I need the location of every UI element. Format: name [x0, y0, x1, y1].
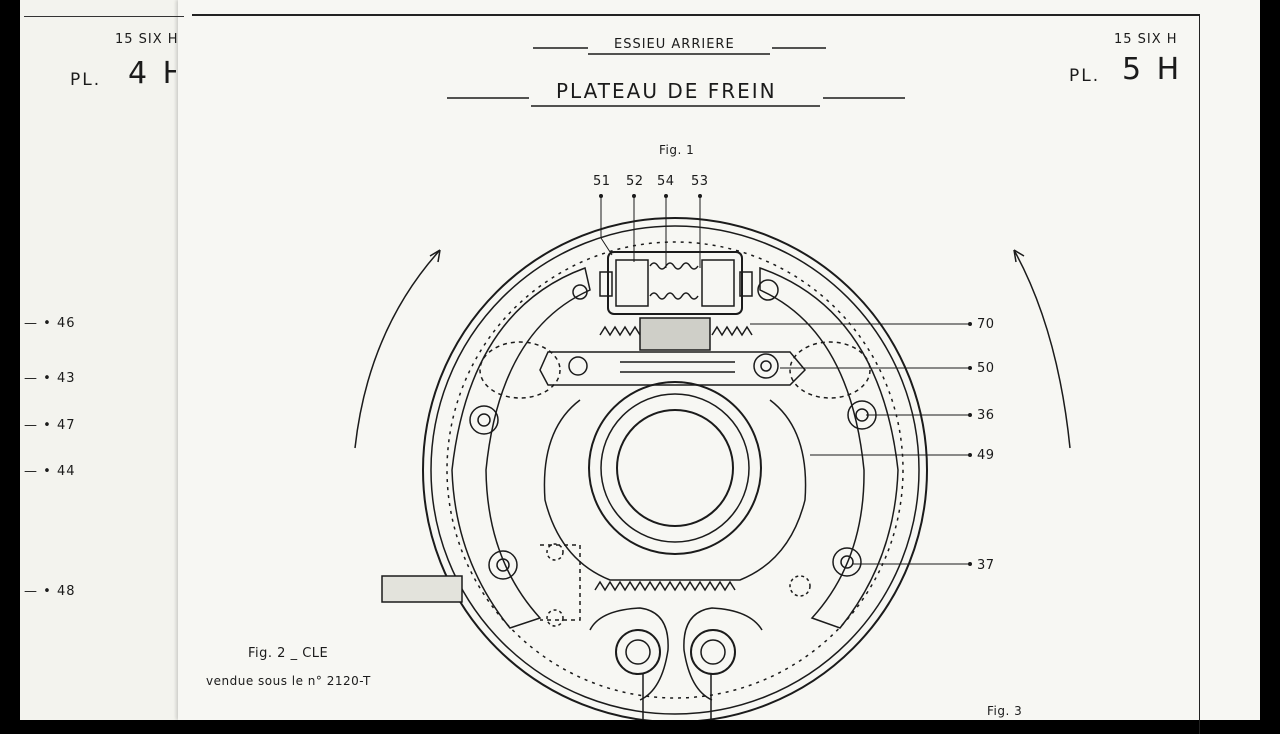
left-ref-label: 43 [56, 371, 76, 386]
left-ref-label: 48 [56, 584, 76, 599]
hold-down-pin-center [840, 555, 854, 569]
left-page-frame [24, 16, 184, 17]
leader-dot [968, 366, 972, 370]
hub-bore-inner [616, 409, 734, 527]
upper-spring-left [599, 325, 641, 337]
bleed-nut [757, 279, 779, 301]
hold-down-pin [488, 550, 518, 580]
left-plate-prefix: PL. [70, 70, 102, 90]
page-frame [192, 14, 1200, 734]
hold-down-pin [469, 405, 499, 435]
right-brake-shoe [759, 266, 899, 629]
arrowhead [429, 249, 441, 263]
upper-spring-right [711, 325, 753, 337]
leader-dot [968, 413, 972, 417]
left-ref-label: 47 [56, 418, 76, 433]
left-ref-label: 44 [56, 464, 76, 479]
backing-plate [543, 399, 807, 581]
drum-rim [430, 225, 920, 715]
main-page [178, 0, 1260, 720]
callout-51: 51 [593, 174, 611, 189]
page-title: PLATEAU DE FREIN [556, 79, 777, 103]
hold-down-pin-center [477, 413, 491, 427]
handbrake-cable [381, 575, 463, 603]
callout-37: 37 [977, 558, 995, 573]
left-page [20, 0, 185, 720]
hold-down-pin-37 [832, 547, 862, 577]
rotation-arrow-left [354, 249, 441, 449]
shoe-lining-arc [446, 241, 904, 699]
left-ref-47: — • 47 [24, 418, 76, 433]
callout-70: 70 [977, 317, 995, 332]
bar-pivot-inner [760, 360, 772, 372]
callout-52: 52 [626, 174, 644, 189]
left-brake-shoe [451, 267, 591, 629]
leader-dot [968, 322, 972, 326]
bar-rivet [568, 356, 588, 376]
leader-dot [968, 453, 972, 457]
cylinder-piston-left [615, 259, 649, 307]
leader-51 [600, 237, 613, 256]
adjuster-bar [539, 351, 807, 386]
arrowhead [1013, 249, 1025, 263]
fig2-note: vendue sous le n° 2120-T [206, 674, 371, 688]
fig3-caption: Fig. 3 [987, 704, 1023, 718]
adjuster-cam-inner [625, 639, 651, 665]
leader-dot [664, 194, 668, 198]
hidden-hole [546, 543, 564, 561]
adjuster-cam-right [690, 629, 736, 675]
page-code: 15 SIX H [1114, 32, 1178, 47]
fig1-caption: Fig. 1 [659, 143, 695, 157]
shoe-web [479, 341, 561, 399]
callout-50: 50 [977, 361, 995, 376]
cylinder-end [739, 271, 753, 297]
leader-dot [698, 194, 702, 198]
left-ref-43: — • 43 [24, 371, 76, 386]
rotation-arrow-right [1013, 249, 1071, 449]
leader-dot [968, 562, 972, 566]
anchor-hole [572, 284, 588, 300]
cylinder-spring [649, 262, 699, 300]
left-page-code: 15 SIX H [115, 32, 179, 47]
hidden-hole [789, 575, 811, 597]
section-title: ESSIEU ARRIERE [614, 37, 735, 52]
hidden-hole [546, 609, 564, 627]
plate-prefix: PL. [1069, 66, 1101, 86]
left-plate-number: 4 H [128, 56, 176, 91]
callout-36: 36 [977, 408, 995, 423]
cam-plate-right [683, 607, 763, 701]
leader-dot [599, 194, 603, 198]
left-ref-label: 46 [56, 316, 76, 331]
fig2-caption: Fig. 2 _ CLE [248, 646, 329, 661]
adjuster-cam-inner [700, 639, 726, 665]
callout-54: 54 [657, 174, 675, 189]
left-ref-46: — • 46 [24, 316, 76, 331]
leader-dot [632, 194, 636, 198]
cylinder-piston-right [701, 259, 735, 307]
hold-down-pin-center [496, 558, 510, 572]
callout-49: 49 [977, 448, 995, 463]
callout-53: 53 [691, 174, 709, 189]
left-ref-44: — • 44 [24, 464, 76, 479]
bar-pivot [753, 353, 779, 379]
plate-number: 5 H [1122, 52, 1183, 87]
left-ref-48: — • 48 [24, 584, 76, 599]
cam-plate-left [589, 607, 669, 701]
hub-bore-mid [600, 393, 750, 543]
drum-outer [422, 217, 928, 720]
adjuster-cam-left [615, 629, 661, 675]
abutment-block [639, 317, 711, 351]
wheel-cylinder [607, 251, 743, 315]
cylinder-end [599, 271, 613, 297]
hub-bore-outer [588, 381, 762, 555]
shoe-web [789, 341, 871, 399]
lower-return-spring [594, 580, 736, 592]
